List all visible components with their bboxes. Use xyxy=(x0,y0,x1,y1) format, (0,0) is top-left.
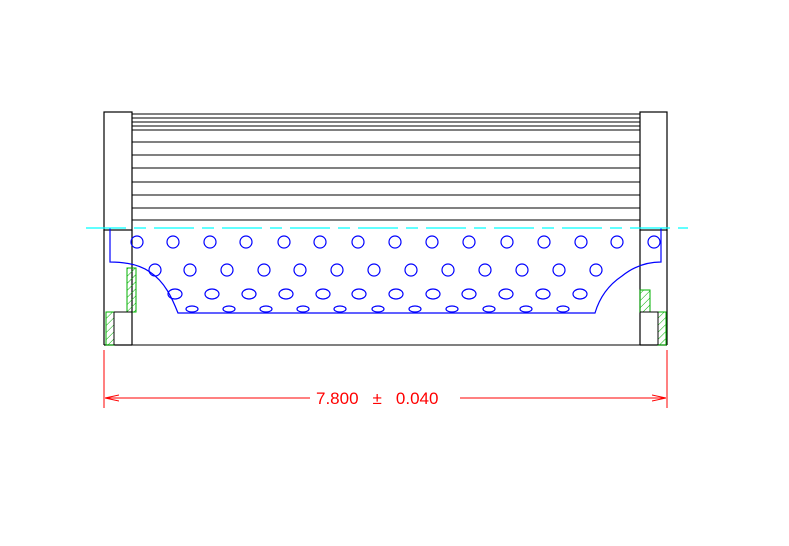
perforation-hole xyxy=(313,235,327,249)
left-upper-seal xyxy=(126,267,137,313)
perforation-hole xyxy=(388,288,404,300)
perforation-hole xyxy=(445,305,459,313)
perforation-hole xyxy=(556,305,570,313)
overall-length-dimension xyxy=(103,350,668,408)
perforation-hole xyxy=(408,305,422,313)
dimension-text: 7.800±0.040 xyxy=(316,389,438,408)
perforation-hole xyxy=(130,235,144,249)
perforation-hole xyxy=(478,263,492,277)
perforation-hole xyxy=(425,235,439,249)
perforation-hole xyxy=(167,288,183,300)
perforation-hole xyxy=(351,235,365,249)
perforation-hole xyxy=(425,288,441,300)
perforation-hole xyxy=(371,305,385,313)
perforation-hole xyxy=(388,235,402,249)
perforation-hole xyxy=(296,305,310,313)
perforation-hole xyxy=(166,235,180,249)
perforation-hole xyxy=(589,263,603,277)
perforation-hole xyxy=(404,263,418,277)
perforation-hole xyxy=(610,235,624,249)
perforation-hole xyxy=(482,305,496,313)
perforation-hole xyxy=(293,263,307,277)
perforation-hole xyxy=(367,263,381,277)
right-lower-seal xyxy=(657,311,667,346)
perforation-hole xyxy=(183,263,197,277)
perforation-holes xyxy=(130,235,661,313)
perforated-tube-outline xyxy=(109,228,662,314)
left-lower-seal xyxy=(105,311,115,346)
perforation-hole xyxy=(515,263,529,277)
perforation-hole xyxy=(148,263,162,277)
perforation-hole xyxy=(552,263,566,277)
perforation-hole xyxy=(185,305,199,313)
perforation-hole xyxy=(278,288,294,300)
perforation-hole xyxy=(574,235,588,249)
perforation-hole xyxy=(537,235,551,249)
pleated-media xyxy=(132,113,640,221)
perforation-hole xyxy=(441,263,455,277)
perforation-hole xyxy=(519,305,533,313)
perforation-hole xyxy=(330,263,344,277)
perforation-hole xyxy=(535,288,551,300)
perforation-hole xyxy=(203,235,217,249)
perforation-hole xyxy=(461,288,477,300)
perforation-hole xyxy=(257,263,271,277)
perforation-hole xyxy=(239,235,253,249)
right-upper-seal xyxy=(639,289,651,313)
perforation-hole xyxy=(315,288,331,300)
perforation-hole xyxy=(351,288,367,300)
perforation-hole xyxy=(333,305,347,313)
perforation-hole xyxy=(500,235,514,249)
perforation-hole xyxy=(241,288,257,300)
perforation-hole xyxy=(647,235,661,249)
left-seal-outline xyxy=(113,311,133,345)
perforation-hole xyxy=(277,235,291,249)
perforation-hole xyxy=(462,235,476,249)
perforation-hole xyxy=(259,305,273,313)
right-seal-outline xyxy=(640,311,659,345)
perforation-hole xyxy=(220,263,234,277)
perforation-hole xyxy=(204,288,220,300)
perforation-hole xyxy=(498,288,514,300)
perforation-hole xyxy=(572,288,588,300)
perforation-hole xyxy=(222,305,236,313)
